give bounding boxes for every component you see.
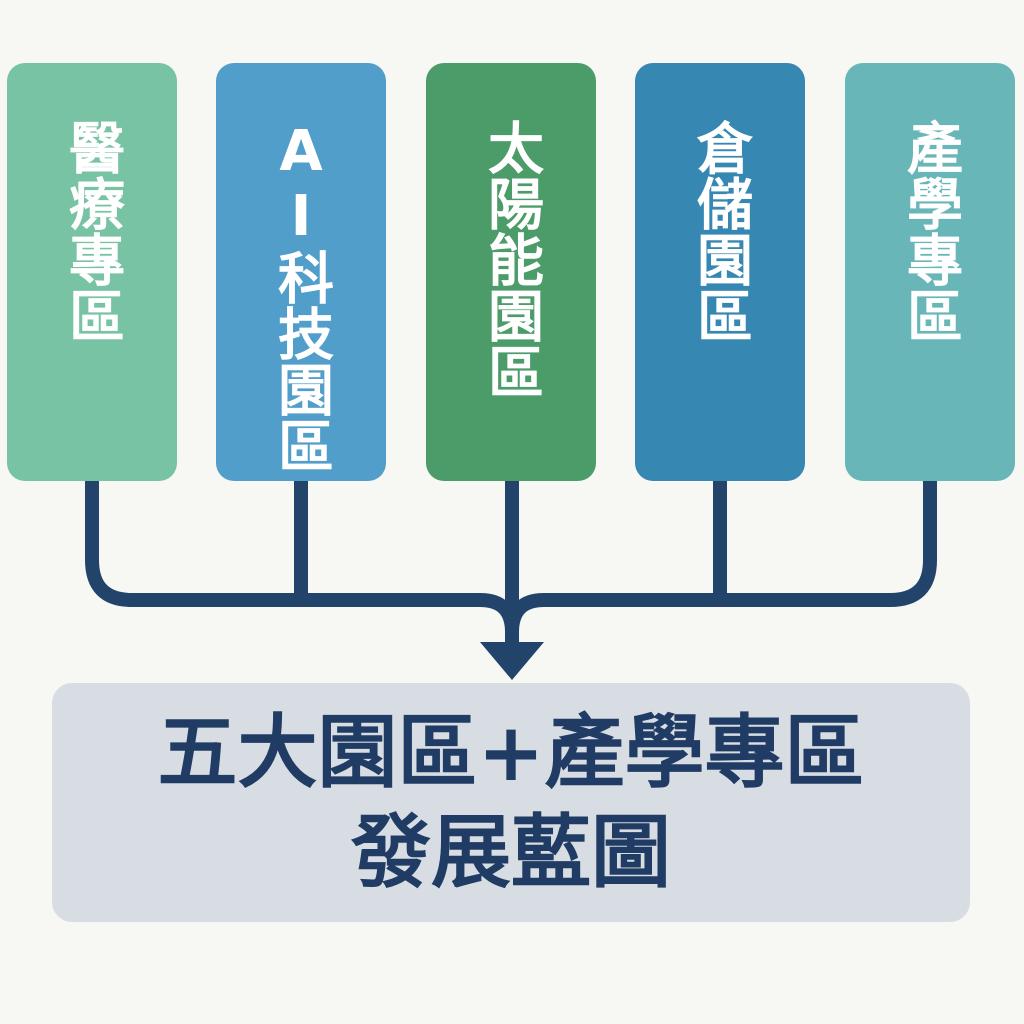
zone-ai-tech: AI科技園區 [216, 63, 386, 481]
zone-solar: 太陽能園區 [426, 63, 596, 481]
summary-title-line1: 五大園區+產學專區 [157, 705, 865, 799]
zone-storage-label: 倉儲園區 [687, 119, 753, 343]
connector-arrow-head [480, 642, 544, 680]
summary-title-line2: 發展藍圖 [351, 805, 671, 899]
zone-medical: 醫療專區 [7, 63, 177, 481]
summary-box: 五大園區+產學專區 發展藍圖 [52, 683, 970, 922]
zone-academic-label: 產學專區 [897, 119, 963, 343]
zone-academic: 產學專區 [845, 63, 1015, 481]
zone-medical-label: 醫療專區 [59, 119, 125, 343]
zone-storage: 倉儲園區 [635, 63, 805, 481]
zone-ai-tech-label: AI科技園區 [268, 119, 334, 473]
zone-solar-label: 太陽能園區 [478, 119, 544, 399]
